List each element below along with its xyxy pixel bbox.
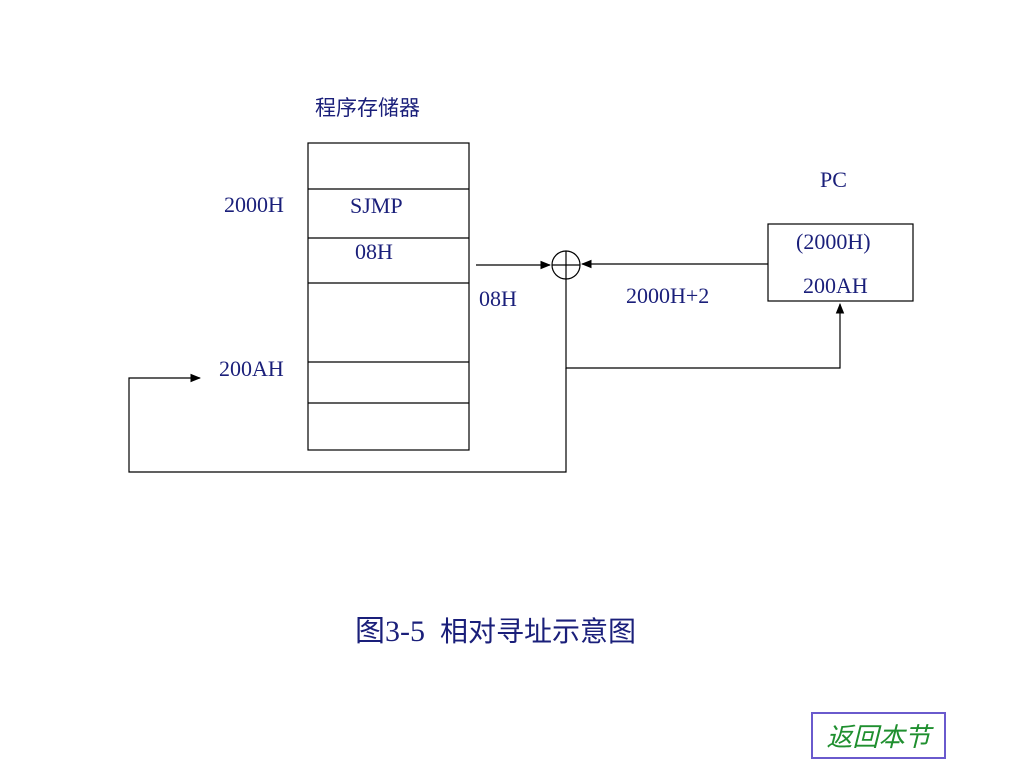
adder-to-pc-path	[565, 279, 845, 369]
figure-caption-text: 相对寻址示意图	[440, 615, 637, 648]
offset-label: 08H	[479, 286, 517, 311]
back-to-section-button[interactable]: 返回本节	[811, 712, 946, 759]
jump-target-path	[128, 368, 567, 473]
cell-sjmp: SJMP	[350, 193, 403, 218]
pc-new-value: 200AH	[803, 273, 868, 298]
address-200ah: 200AH	[219, 356, 284, 381]
figure-caption: 图3-5 相对寻址示意图	[355, 617, 636, 647]
pc-old-value: (2000H)	[796, 229, 871, 254]
sum-label: 2000H+2	[626, 283, 710, 308]
address-2000h: 2000H	[224, 192, 284, 217]
program-memory-block	[307, 142, 470, 451]
pc-register-box	[767, 223, 914, 302]
pc-title: PC	[820, 167, 847, 192]
memory-title: 程序存储器	[315, 96, 420, 120]
cell-08h: 08H	[355, 239, 393, 264]
adder-icon	[551, 250, 581, 280]
figure-number: 图3-5	[355, 615, 425, 648]
